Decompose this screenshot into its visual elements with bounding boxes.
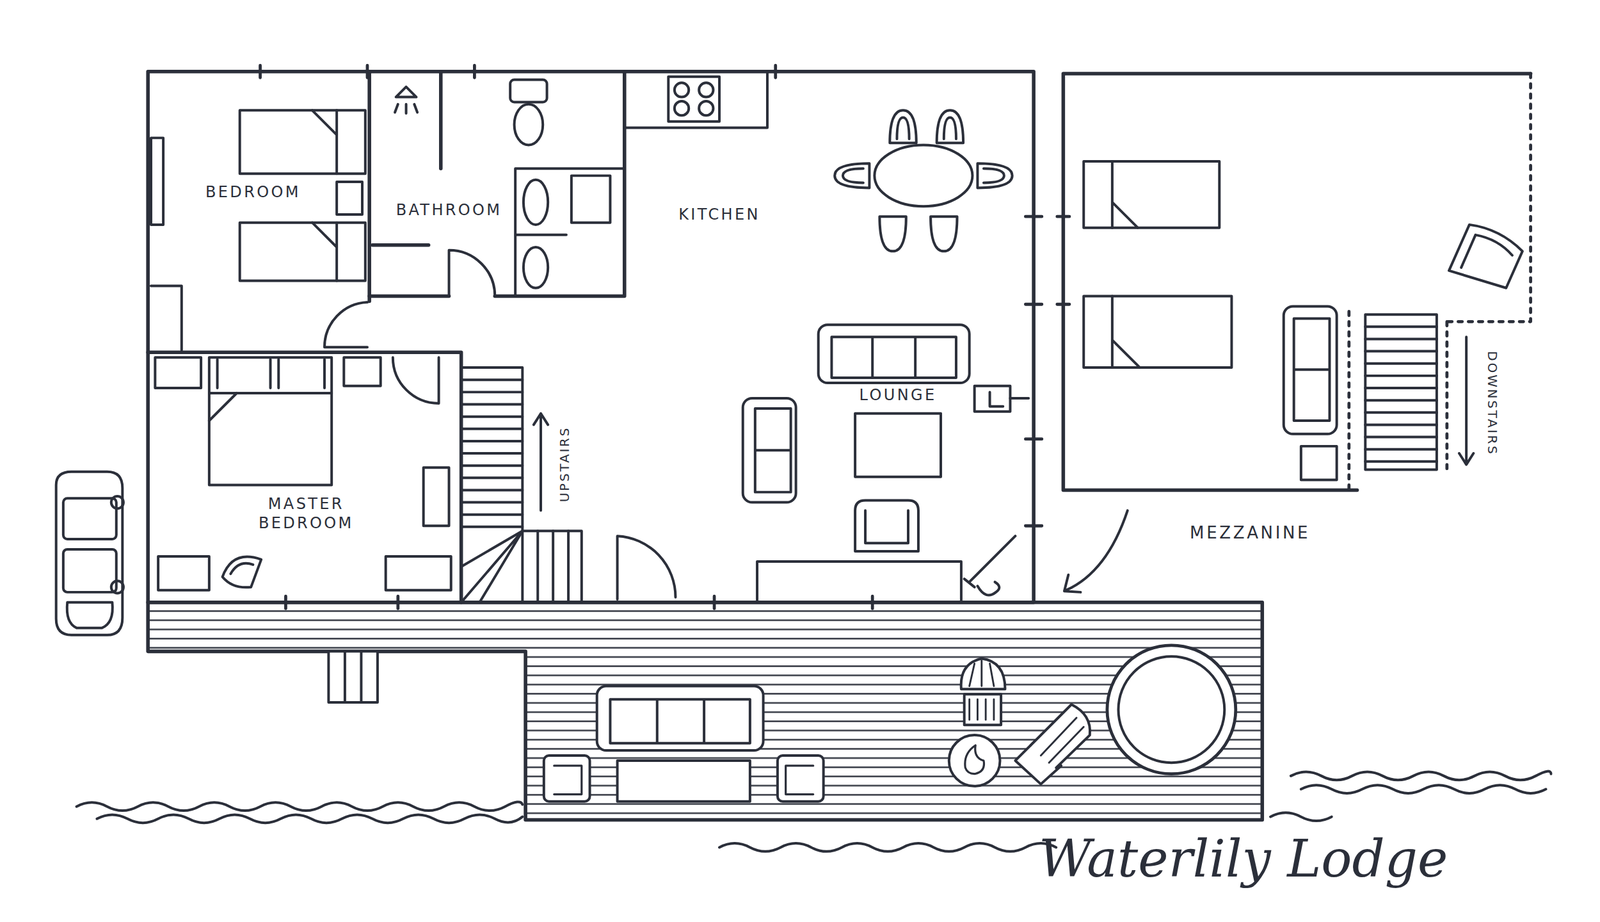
plan-title: Waterlily Lodge: [1038, 828, 1448, 889]
room-label: BATHROOM: [396, 200, 503, 220]
staircase: [461, 367, 582, 603]
area-label: LOUNGE: [859, 385, 937, 405]
deck: [147, 602, 1263, 820]
room-area: MASTER BEDROOM: [147, 352, 461, 603]
room-area: BATHROOM: [369, 71, 625, 297]
area-label: KITCHEN: [678, 204, 761, 224]
car: [56, 471, 124, 635]
room-label: BEDROOM: [205, 182, 301, 202]
stair-direction-label: DOWNSTAIRS: [1483, 350, 1500, 456]
room-label: MASTER BEDROOM: [241, 494, 370, 533]
bedroom-furniture: [151, 110, 368, 351]
mezzanine: [1025, 73, 1531, 592]
area-label: MEZZANINE: [1189, 522, 1311, 544]
kitchen-lounge-furniture: [617, 71, 1030, 603]
stair-direction-label: UPSTAIRS: [556, 426, 573, 503]
walls: [147, 65, 1042, 608]
bathroom-fixtures: [394, 79, 625, 296]
master-bedroom-furniture: [154, 357, 451, 591]
room-area: BEDROOM: [147, 71, 370, 352]
